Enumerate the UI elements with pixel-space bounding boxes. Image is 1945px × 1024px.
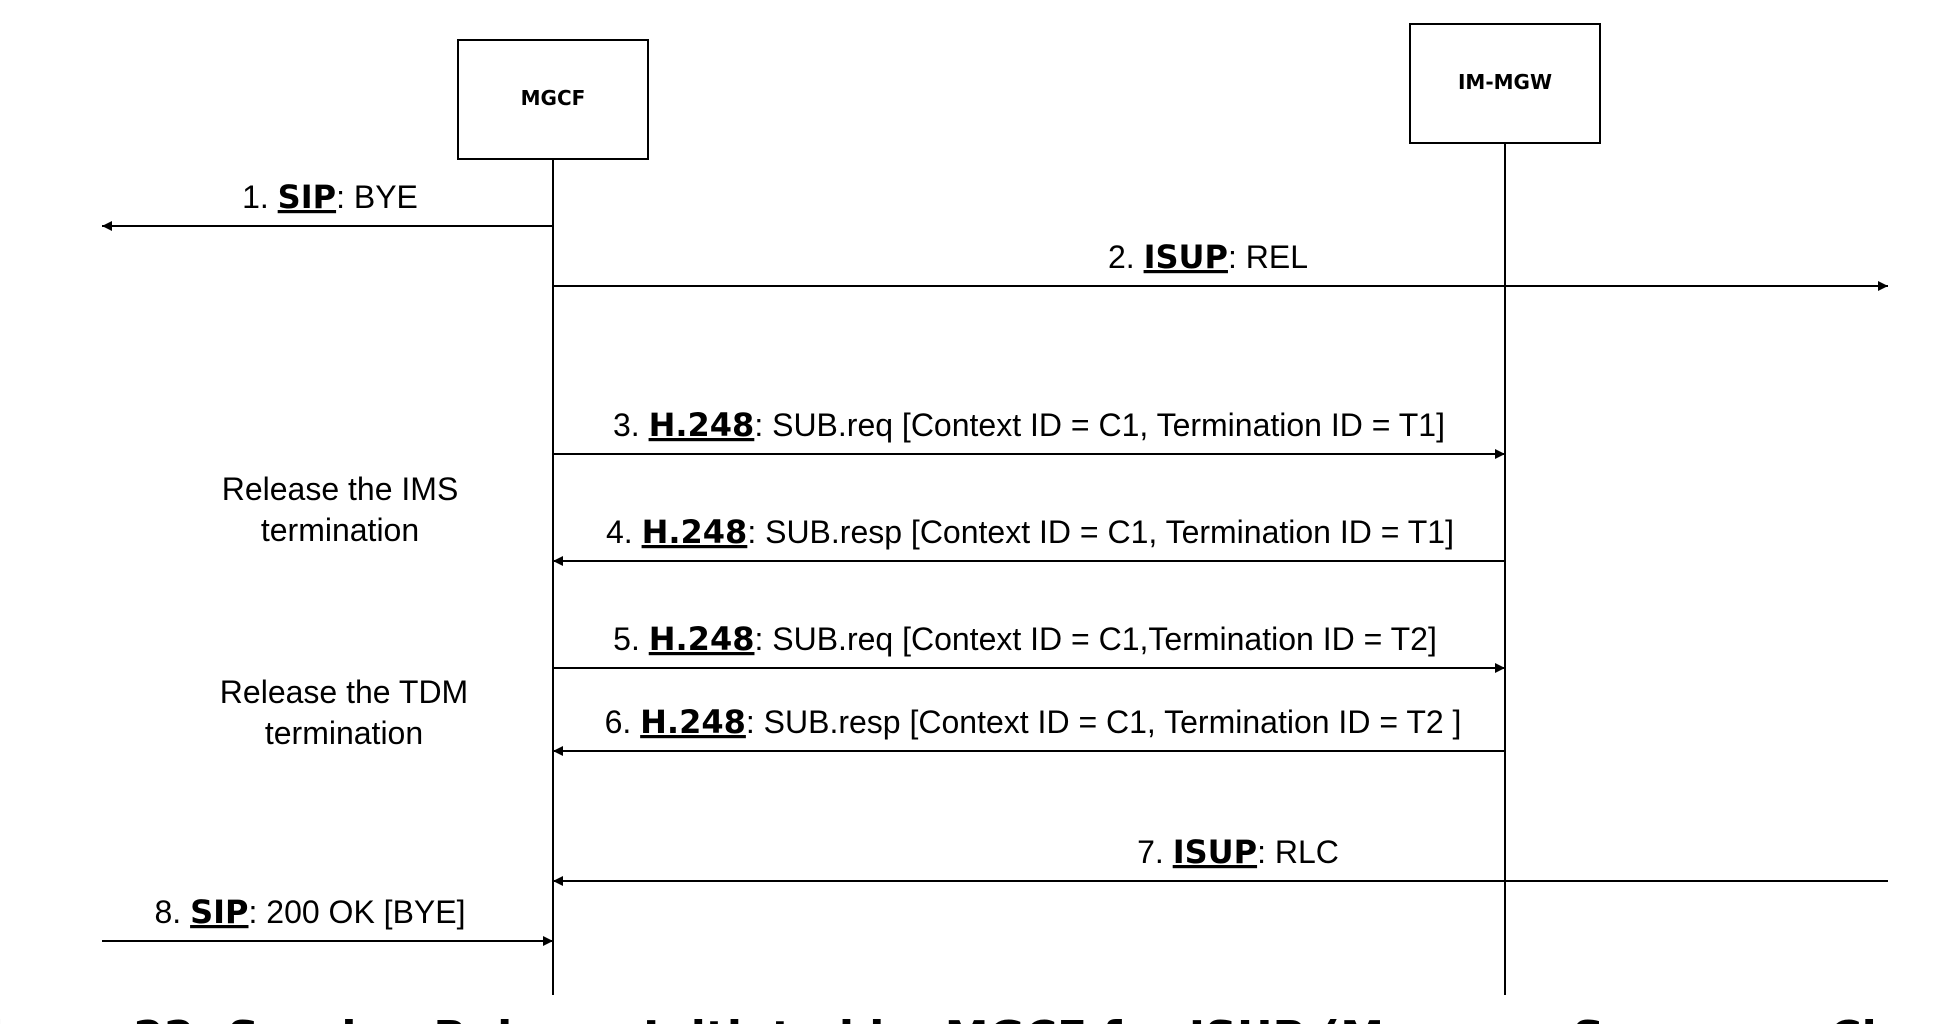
- message-5-label: 5. H.248: SUB.req [Context ID = C1,Termi…: [613, 620, 1437, 658]
- message-1-label: 1. SIP: BYE: [242, 178, 418, 216]
- note-release-tdm-line1: Release the TDM: [220, 674, 468, 710]
- message-6-label: 6. H.248: SUB.resp [Context ID = C1, Ter…: [605, 703, 1462, 741]
- message-8-label: 8. SIP: 200 OK [BYE]: [155, 893, 466, 931]
- participant-mgcf-label: MGCF: [521, 86, 586, 110]
- participant-im-mgw: IM-MGW: [1409, 23, 1601, 144]
- note-release-tdm-line2: termination: [265, 715, 423, 751]
- message-2-label: 2. ISUP: REL: [1108, 238, 1308, 276]
- message-3-label: 3. H.248: SUB.req [Context ID = C1, Term…: [613, 406, 1445, 444]
- figure-caption: Figure 22: Session Release Initiated by …: [0, 1012, 1945, 1024]
- message-7-label: 7. ISUP: RLC: [1137, 833, 1339, 871]
- note-release-ims-line1: Release the IMS: [222, 471, 459, 507]
- participant-im-mgw-label: IM-MGW: [1458, 70, 1552, 94]
- participant-mgcf: MGCF: [457, 39, 649, 160]
- note-release-ims-line2: termination: [261, 512, 419, 548]
- message-4-label: 4. H.248: SUB.resp [Context ID = C1, Ter…: [606, 513, 1454, 551]
- note-release-tdm: Release the TDM termination: [220, 674, 468, 751]
- note-release-ims: Release the IMS termination: [222, 471, 459, 548]
